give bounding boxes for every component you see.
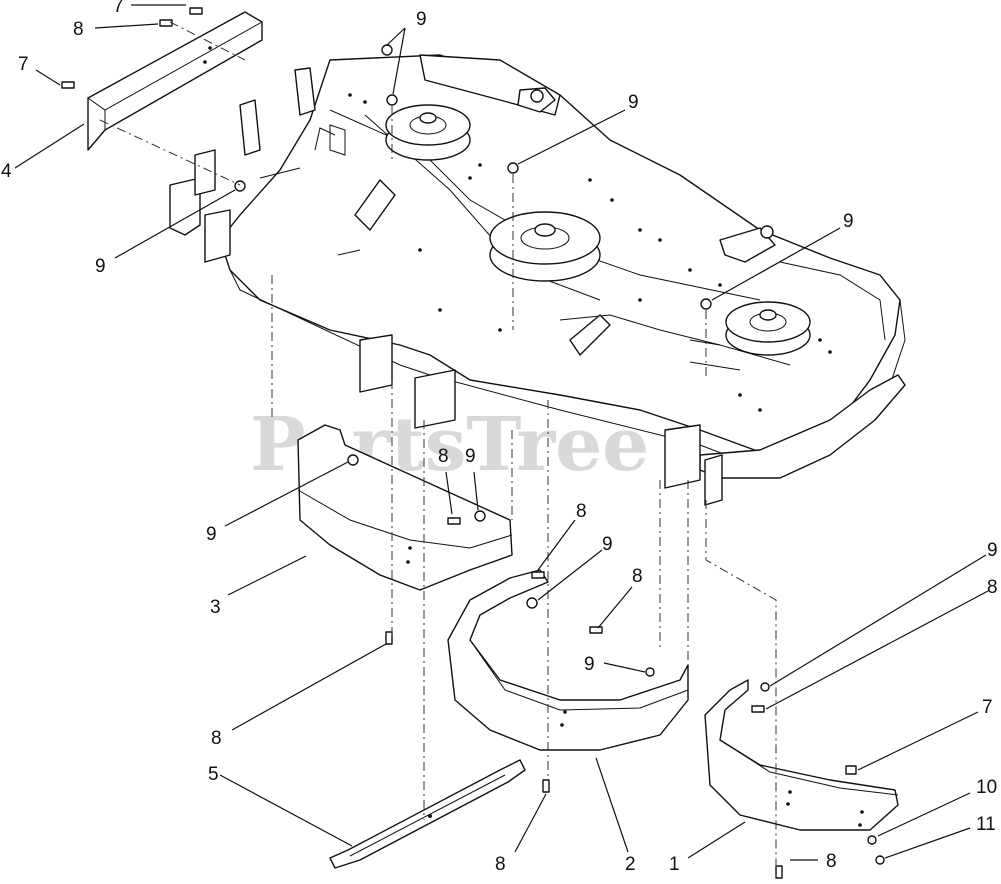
callout-1: 1 [669, 854, 680, 875]
callout-5: 5 [208, 764, 219, 785]
callout-8-far-right: 8 [987, 577, 998, 598]
callout-9-rear-top: 9 [416, 9, 427, 30]
callout-8-left-bolt: 8 [211, 728, 222, 749]
callout-2: 2 [625, 854, 636, 875]
callout-9-baffle2: 9 [602, 534, 613, 555]
callout-9-right: 9 [843, 211, 854, 232]
leader-lines [14, 4, 989, 861]
baffle-part-1 [704, 679, 899, 831]
callout-4: 4 [1, 161, 12, 182]
baffle-part-4 [87, 11, 263, 151]
blade-part-5 [329, 759, 526, 869]
callout-9-center-nut: 9 [584, 654, 595, 675]
callout-11: 11 [976, 814, 996, 835]
pulley-right [725, 301, 811, 356]
baffle-part-3 [297, 424, 513, 591]
deck-holes [348, 93, 832, 412]
callout-9-baffle3: 9 [206, 524, 217, 545]
callout-9-mid: 9 [465, 446, 476, 467]
callout-8-baffle2: 8 [576, 501, 587, 522]
pulley-left [385, 104, 471, 161]
callout-7-left: 7 [18, 54, 29, 75]
callout-9-far-right: 9 [987, 540, 998, 561]
pulley-center [489, 211, 601, 282]
baffle-part-2 [447, 569, 689, 751]
callout-8-bottom-mid: 8 [495, 854, 506, 875]
callout-9-left: 9 [95, 256, 106, 277]
callout-7-top: 7 [113, 0, 124, 17]
callout-10: 10 [976, 777, 997, 798]
assembly-lines [99, 21, 777, 870]
mower-deck [169, 54, 906, 506]
callout-8-mid: 8 [438, 446, 449, 467]
hardware [61, 7, 885, 879]
callout-3: 3 [210, 597, 221, 618]
callout-8-bottom-right: 8 [826, 851, 837, 872]
callout-9-center: 9 [628, 92, 639, 113]
callout-8-center-bolt: 8 [632, 566, 643, 587]
callout-8-top: 8 [73, 19, 84, 40]
callout-7-right: 7 [982, 697, 993, 718]
